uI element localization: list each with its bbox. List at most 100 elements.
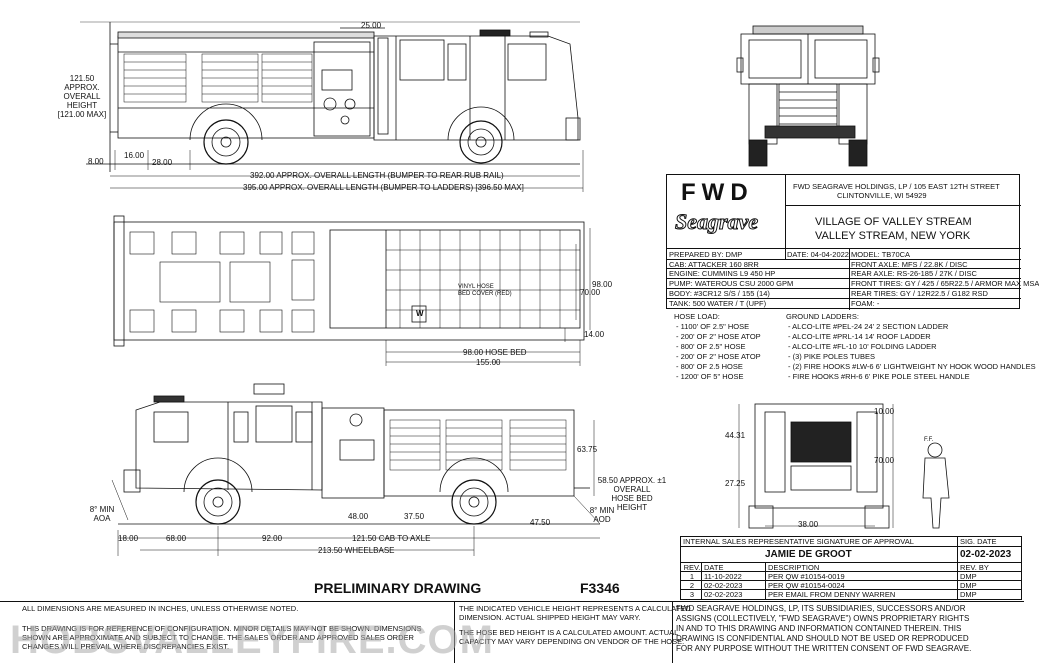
approval-header: INTERNAL SALES REPRESENTATIVE SIGNATURE … (683, 537, 914, 546)
proprietary-line: ASSIGNS (COLLECTIVELY, "FWD SEAGRAVE") O… (676, 614, 970, 623)
dim-37-50: 37.50 (404, 512, 425, 521)
logo-divider (785, 175, 786, 248)
ground-ladder-item: - FIRE HOOKS #RH-6 6' PIKE POLE STEEL HA… (788, 372, 970, 381)
aod-line: AOD (593, 515, 611, 524)
overall-height-note: 121.50 APPROX. OVERALL HEIGHT [121.00 MA… (56, 74, 108, 119)
spec-tank: TANK: 500 WATER / T (UPF) (669, 299, 767, 308)
spec-divider-top (667, 248, 1021, 249)
aoa-line: 8° MIN (89, 505, 115, 514)
height-note-line: [121.00 MAX] (57, 110, 107, 119)
hose-bed-cover-line: VINYL HOSE (458, 284, 494, 290)
footer-divider-2 (672, 601, 673, 663)
rev-number: 2 (689, 581, 695, 590)
aod-line: 8° MIN (589, 506, 615, 515)
ground-ladders-title: GROUND LADDERS: (786, 312, 859, 321)
spec-row: CAB: ATTACKER 160 8RR (667, 259, 849, 269)
rev-by: DMP (957, 590, 977, 599)
ground-ladder-item: - ALCO-LITE #FL-10 10' FOLDING LADDER (788, 342, 937, 351)
rev-col-header: DATE (701, 563, 723, 572)
dimensions-note: ALL DIMENSIONS ARE MEASURED IN INCHES, U… (22, 604, 299, 613)
proprietary-line: FWD SEAGRAVE HOLDINGS, LP, ITS SUBSIDIAR… (676, 604, 966, 613)
drawing-date: DATE: 04-04-2022 (787, 250, 849, 259)
footer-top-rule (0, 601, 1024, 602)
rev-number: 3 (689, 590, 695, 599)
w-mark: W (416, 309, 424, 318)
spec-engine: ENGINE: CUMMINS L9 450 HP (669, 269, 776, 278)
fwd-logo: FWD (681, 179, 754, 206)
dim-27-25: 27.25 (725, 479, 746, 488)
hose-load-item: - 800' OF 2.5 HOSE (676, 362, 743, 371)
height-note-line: OVERALL (63, 92, 101, 101)
dim-38-00: 38.00 (798, 520, 819, 529)
dim-92-00: 92.00 (262, 534, 283, 543)
dim-10-00: 10.00 (874, 407, 895, 416)
dim-121-50-cab-to-axle: 121.50 CAB TO AXLE (352, 534, 431, 543)
side-elevation-drawing-bottom (111, 383, 601, 556)
rev-date: 02-02-2023 (701, 590, 742, 599)
customer-line: VILLAGE OF VALLEY STREAM (815, 216, 972, 228)
spec-row: REAR TIRES: GY / 12R22.5 / G182 RSD (849, 289, 1021, 299)
height-disclaimer-line: THE INDICATED VEHICLE HEIGHT REPRESENTS … (459, 604, 691, 613)
spec-front-tires: FRONT TIRES: GY / 425 / 65R22.5 / ARMOR … (851, 279, 1039, 288)
ground-ladder-item: - ALCO-LITE #PRL-14 14' ROOF LADDER (788, 332, 931, 341)
reference-note-line: THIS DRAWING IS FOR REFERENCE OF CONFIGU… (22, 624, 422, 633)
hose-bed-height-line: HOSE BED (611, 494, 653, 503)
rev-description: PER QW #10154-0019 (765, 572, 845, 581)
aod-note: 8° MIN AOD (588, 506, 616, 524)
ground-ladder-item: - ALCO-LITE #PEL-24 24' 2 SECTION LADDER (788, 322, 949, 331)
dim-44-31: 44.31 (725, 431, 746, 440)
hose-load-list: HOSE LOAD: - 1100' OF 2.5" HOSE - 200' O… (674, 312, 761, 382)
approval-sig-date: 02-02-2023 (957, 547, 1011, 562)
dim-14-00: 14.00 (584, 330, 605, 339)
company-divider (785, 205, 1021, 206)
customer-line: VALLEY STREAM, NEW YORK (815, 230, 971, 242)
spec-pump: PUMP: WATEROUS CSU 2000 GPM (669, 279, 794, 288)
hose-bed-cover-line: BED COVER (RED) (458, 291, 512, 297)
spec-row: PUMP: WATEROUS CSU 2000 GPM (667, 279, 849, 289)
ground-ladder-item: - (3) PIKE POLES TUBES (788, 352, 875, 361)
ff-label: F.F. (924, 437, 934, 443)
dim-70-00-plan: 70.00 (580, 288, 601, 297)
reference-note-line: SHOWN ARE APPROXIMATE AND SUBJECT TO CHA… (22, 633, 414, 642)
rear-view-drawing (738, 403, 950, 529)
dim-48-00: 48.00 (348, 512, 369, 521)
rev-number: 1 (689, 572, 695, 581)
hose-load-item: - 1200' OF 5" HOSE (676, 372, 744, 381)
aoa-note: 8° MIN AOA (88, 505, 116, 523)
dim-wheelbase: 213.50 WHEELBASE (318, 546, 395, 555)
proprietary-line: DRAWING IS CONFIDENTIAL AND SHOULD NOT B… (676, 634, 969, 643)
dim-28-00: 28.00 (152, 158, 173, 167)
height-note-line: HEIGHT (66, 101, 98, 110)
reference-note-line: CHANGES WILL PREVAIL WHERE DISCREPANCIES… (22, 642, 230, 651)
spec-row: ENGINE: CUMMINS L9 450 HP (667, 269, 849, 279)
plan-view-drawing (113, 215, 591, 366)
overall-length-rub-rail: 392.00 APPROX. OVERALL LENGTH (BUMPER TO… (250, 171, 504, 180)
drawing-number: F3346 (580, 580, 620, 596)
dim-98-00-width: 98.00 (592, 280, 613, 289)
proprietary-line: FOR ANY PURPOSE WITHOUT THE WRITTEN CONS… (676, 644, 972, 653)
rev-row: 1 11-10-2022 PER QW #10154-0019 DMP (681, 572, 1021, 581)
spec-divider-date (785, 249, 786, 259)
spec-cab: CAB: ATTACKER 160 8RR (669, 260, 759, 269)
rev-by: DMP (957, 581, 977, 590)
dim-98-00-hose-bed: 98.00 HOSE BED (463, 348, 527, 357)
rev-date: 02-02-2023 (701, 581, 742, 590)
spec-body: BODY: #3CR12 S/S / 155 (14) (669, 289, 770, 298)
front-view-drawing (736, 25, 880, 167)
company-line: CLINTONVILLE, WI 54929 (837, 191, 927, 200)
dim-155-00: 155.00 (476, 358, 501, 367)
spec-row: FRONT AXLE: MFS / 22.8K / DISC (849, 259, 1021, 269)
hose-load-item: - 800' OF 2.5" HOSE (676, 342, 746, 351)
hose-load-item: - 200' OF 2" HOSE ATOP (676, 352, 761, 361)
rev-row: 3 02-02-2023 PER EMAIL FROM DENNY WARREN… (681, 590, 1021, 599)
hose-bed-cover-label: VINYL HOSE BED COVER (RED) (458, 284, 512, 298)
overall-length-ladders: 395.00 APPROX. OVERALL LENGTH (BUMPER TO… (243, 183, 524, 192)
spec-row: REAR AXLE: RS-26-185 / 27K / DISC (849, 269, 1021, 279)
spec-row: BODY: #3CR12 S/S / 155 (14) (667, 289, 849, 299)
dim-63-75: 63.75 (577, 445, 598, 454)
dim-8-00: 8.00 (88, 157, 104, 166)
hose-bed-height-line: HEIGHT (616, 503, 648, 512)
hose-bed-height-line: 58.50 APPROX. ±1 (597, 476, 667, 485)
rev-row: 2 02-02-2023 PER QW #10154-0024 DMP (681, 581, 1021, 590)
height-disclaimer-line: THE HOSE BED HEIGHT IS A CALCULATED AMOU… (459, 628, 679, 637)
